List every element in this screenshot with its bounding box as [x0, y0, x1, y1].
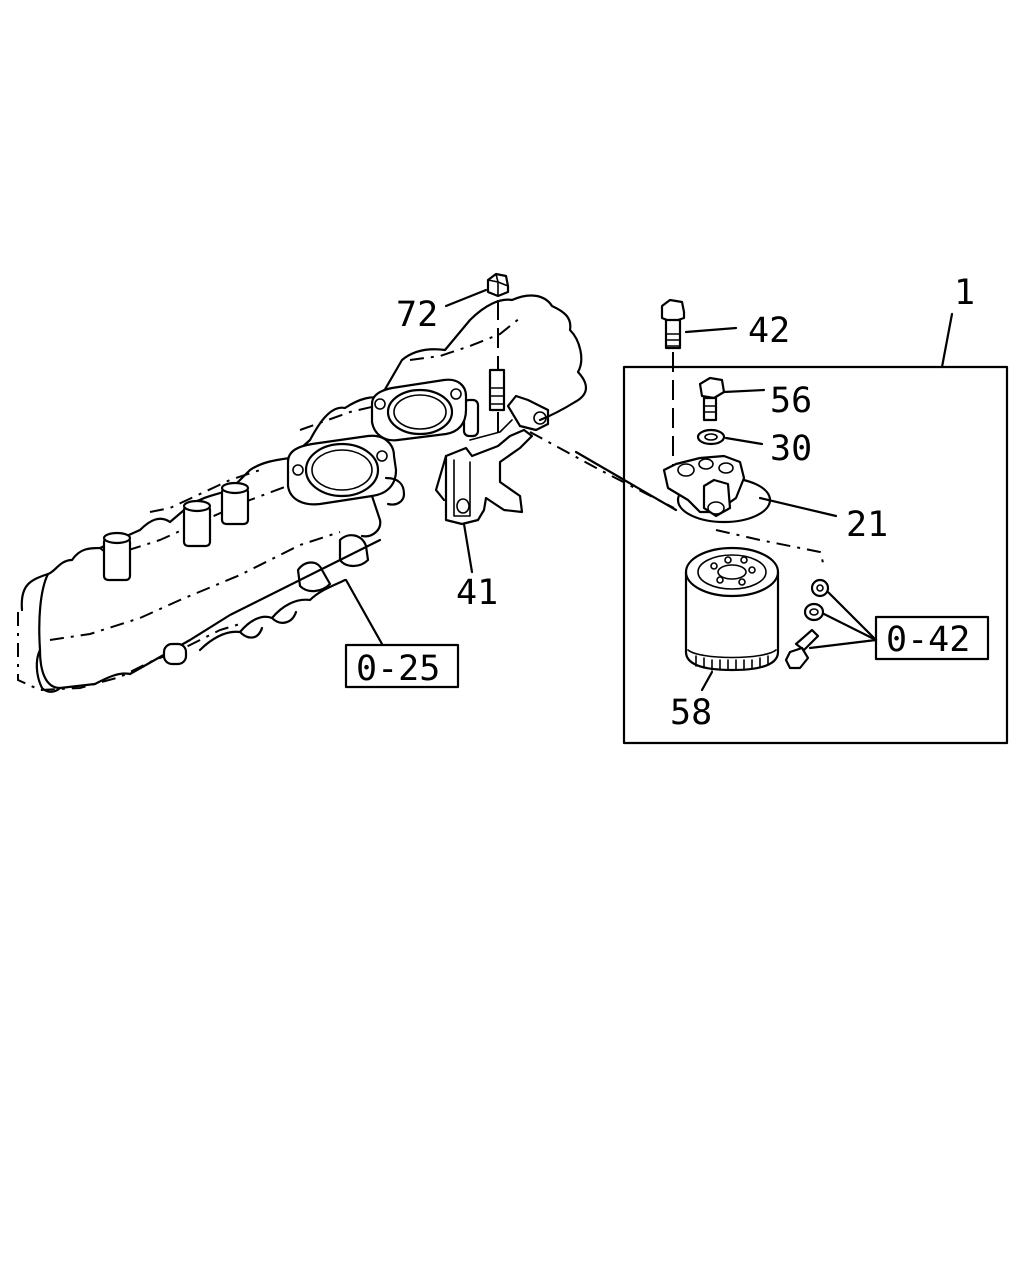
oil-filter-58 — [684, 546, 780, 672]
label-42: 42 — [748, 311, 790, 351]
label-30: 30 — [770, 429, 812, 469]
label-41: 41 — [456, 573, 498, 613]
label-72: 72 — [396, 295, 438, 335]
ref-box-0-25 — [344, 643, 460, 689]
bolt-56 — [698, 376, 726, 422]
label-1: 1 — [954, 273, 975, 313]
manifold-studs — [102, 398, 480, 666]
bracket-41 — [434, 394, 550, 526]
label-ref-0-25: 0-25 — [356, 649, 440, 689]
assembly-1-box — [622, 365, 1009, 745]
bolt-72-stack — [486, 272, 510, 440]
drain-parts — [784, 578, 830, 670]
filter-head-21 — [662, 454, 772, 524]
filter-dash-line — [715, 529, 825, 567]
label-21: 21 — [846, 505, 888, 545]
label-58: 58 — [670, 693, 712, 733]
label-56: 56 — [770, 381, 812, 421]
label-ref-0-42: 0-42 — [886, 620, 970, 660]
ref-box-0-42 — [874, 615, 990, 661]
washer-30 — [696, 428, 726, 446]
manifold-flange-right — [370, 378, 468, 442]
leader-lines — [344, 288, 954, 692]
bolt-42 — [660, 298, 686, 470]
manifold-flange-left — [286, 434, 406, 538]
bracket-guide-line — [574, 450, 678, 512]
